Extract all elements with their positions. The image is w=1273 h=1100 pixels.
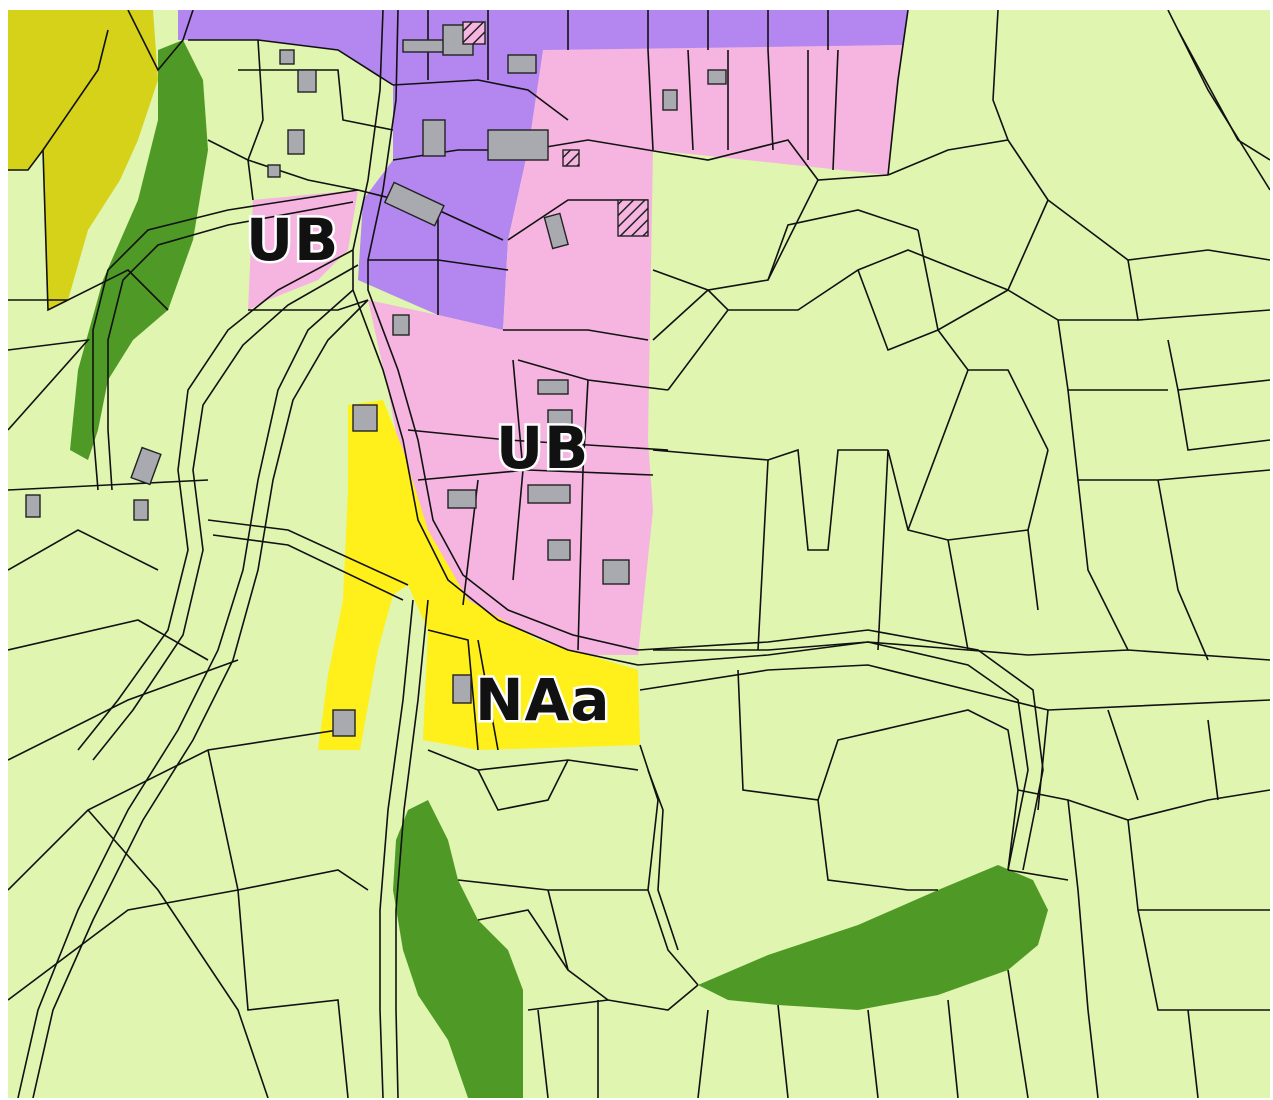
dense-urban-zone [178, 10, 908, 330]
ub-zone-north [248, 190, 358, 310]
buildings [25, 21, 727, 737]
zone-label-ub-north: UB [246, 206, 339, 274]
naa-zone [318, 400, 640, 750]
zone-label-naa: NAa [475, 666, 611, 734]
green-corridor-south [393, 800, 523, 1098]
ub-zone [368, 45, 903, 655]
zone-label-ub-center: UB [496, 414, 589, 482]
olive-zone [8, 10, 158, 310]
parcel-boundaries [8, 10, 1270, 1098]
zoning-map[interactable]: UB UB NAa [8, 10, 1270, 1098]
green-corridor-east [698, 865, 1048, 1010]
green-corridor-west [70, 40, 208, 460]
roads [17, 10, 1044, 1098]
